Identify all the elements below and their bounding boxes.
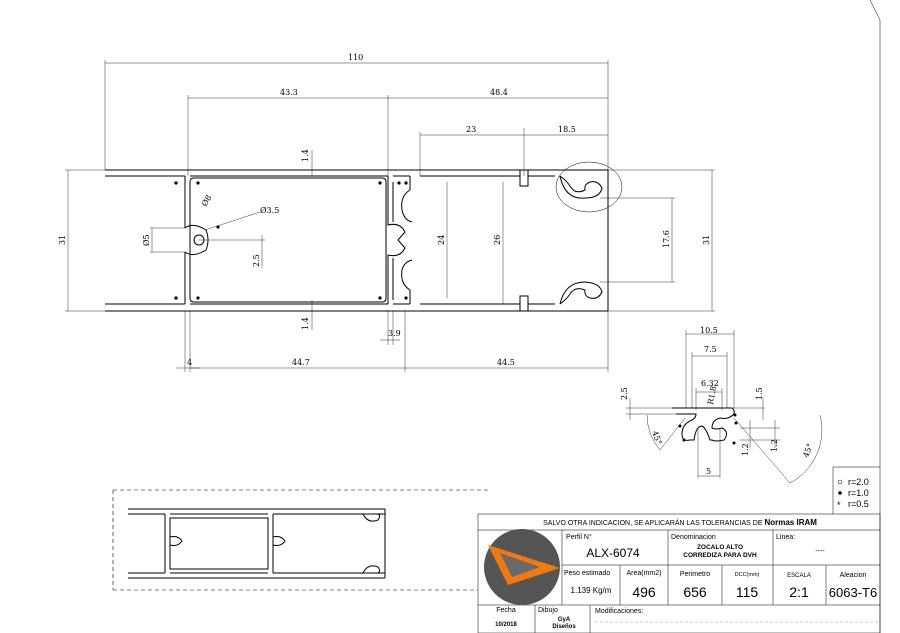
dim-height-right: 31 bbox=[702, 235, 711, 245]
legend-r2: r=2.0 bbox=[848, 477, 869, 487]
escala-label: ESCALA bbox=[787, 573, 811, 579]
dibujo-line1: GyA bbox=[558, 617, 571, 623]
linea-label: Linea: bbox=[776, 534, 795, 541]
dim-width-44-5: 44.5 bbox=[497, 358, 515, 367]
detail-dim-1-5: 1.5 bbox=[755, 387, 764, 400]
detail-dim-2-5: 2.5 bbox=[620, 387, 629, 400]
fecha-value: 10/2018 bbox=[495, 622, 517, 628]
legend-r05: r=0.5 bbox=[848, 499, 869, 509]
detail-angle-right: 45° bbox=[801, 442, 814, 458]
perfil-value: ALX-6074 bbox=[586, 546, 640, 560]
radius-legend: * r=2.0 r=1.0 r=0.5 bbox=[832, 466, 880, 514]
detail-dim-1-2-b: 1.2 bbox=[770, 439, 779, 452]
dim-overall-width: 110 bbox=[348, 53, 363, 62]
dim-wall-top: 1.4 bbox=[301, 149, 310, 162]
dim-dia-8: Ø8 bbox=[200, 193, 214, 208]
legend-star-icon: * bbox=[837, 500, 841, 510]
legend-r1: r=1.0 bbox=[848, 488, 869, 498]
detail-angle-left: 45° bbox=[650, 430, 663, 446]
dim-groove-b: 18.5 bbox=[558, 125, 576, 134]
dim-offset-2-5: 2.5 bbox=[252, 254, 261, 267]
dibujo-label: Dibujo bbox=[538, 607, 558, 614]
fecha-label: Fecha bbox=[496, 607, 516, 614]
dim-groove-a: 23 bbox=[466, 125, 476, 134]
dimension-labels: 110 43.3 48.4 23 18.5 1.4 1.4 31 31 24 2… bbox=[58, 53, 711, 367]
dim-wall-3-9: 3.9 bbox=[388, 329, 401, 338]
detail-dim-7-5: 7.5 bbox=[704, 345, 717, 354]
aleacion-label: Aleacion bbox=[840, 572, 867, 579]
dim-flange-4: 4 bbox=[187, 358, 192, 367]
dibujo-line2: Diseños bbox=[552, 624, 576, 630]
dimension-lines bbox=[65, 60, 715, 372]
peso-label: Peso estimado bbox=[564, 570, 610, 577]
tolerance-note: SALVO OTRA INDICACION, SE APLICARÁN LAS … bbox=[543, 518, 817, 527]
perimetro-label: Perimetro bbox=[680, 571, 710, 578]
denominacion-label: Denominacion bbox=[671, 534, 716, 541]
profile-thumbnail bbox=[112, 489, 490, 591]
modificaciones-label: Modificaciones: bbox=[595, 608, 643, 615]
dim-inner-17-6: 17.6 bbox=[662, 230, 671, 248]
title-block: SALVO OTRA INDICACION, SE APLICARÁN LAS … bbox=[477, 513, 881, 633]
dim-inner-26: 26 bbox=[493, 235, 502, 245]
detail-dim-6-32: 6.32 bbox=[701, 379, 719, 388]
sheet-frame bbox=[869, 0, 881, 633]
dim-width-44-7: 44.7 bbox=[292, 358, 310, 367]
perimetro-value: 656 bbox=[683, 584, 707, 600]
perfil-label: Perfil N° bbox=[566, 533, 592, 541]
area-label: Area(mm2) bbox=[626, 570, 661, 577]
escala-value: 2:1 bbox=[789, 584, 809, 600]
area-value: 496 bbox=[632, 584, 656, 600]
denominacion-line2: CORREDIZA PARA DVH bbox=[683, 552, 757, 559]
groove-detail-view: 10.5 7.5 6.32 R1.8 2.5 1.5 45° 45° 1.2 1… bbox=[620, 326, 823, 484]
detail-dim-10-5: 10.5 bbox=[700, 326, 718, 335]
peso-value: 1.139 Kg/m bbox=[571, 586, 612, 595]
detail-dim-5: 5 bbox=[706, 467, 711, 476]
detail-dim-r1-8: R1.8 bbox=[706, 385, 718, 405]
dcc-value: 115 bbox=[736, 584, 759, 600]
dcc-label: DCC(mm) bbox=[735, 572, 760, 578]
dim-dia-3-5: Ø3.5 bbox=[260, 206, 279, 215]
denominacion-line1: ZOCALO ALTO bbox=[697, 544, 743, 551]
dim-dia-5: Ø5 bbox=[142, 234, 151, 246]
dim-left-chamber: 43.3 bbox=[280, 88, 298, 97]
dim-height-left: 31 bbox=[58, 235, 67, 245]
dim-wall-bottom: 1.4 bbox=[301, 317, 310, 330]
main-profile-section bbox=[105, 161, 623, 312]
company-logo bbox=[484, 529, 560, 605]
detail-dim-1-2-a: 1.2 bbox=[741, 443, 750, 456]
linea-value: ---- bbox=[815, 548, 825, 555]
dim-right-chamber: 48.4 bbox=[490, 88, 508, 97]
dim-inner-24: 24 bbox=[437, 235, 446, 245]
aleacion-value: 6063-T6 bbox=[829, 585, 877, 600]
